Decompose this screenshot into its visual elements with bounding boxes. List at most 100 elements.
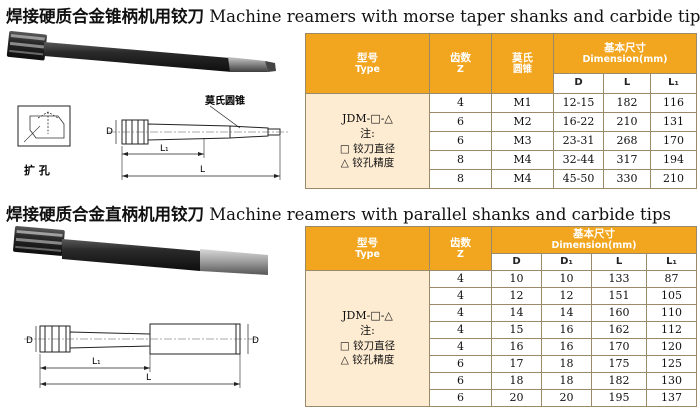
cell-l1: 194	[649, 150, 698, 170]
section1-title-en: Machine reamers with morse taper shanks …	[209, 7, 700, 26]
cell-d1: 14	[541, 304, 592, 322]
cell-l1: 137	[646, 389, 697, 407]
reamer-body-2	[62, 239, 200, 271]
cell-z: 8	[429, 169, 492, 189]
cell-morse: M4	[491, 169, 554, 189]
col-header-morse: 莫氏圆锥	[491, 33, 554, 94]
col-header-l1-2: L₁	[646, 253, 697, 271]
cell-z: 4	[429, 304, 492, 322]
cell-d1: 20	[541, 389, 592, 407]
cell-l1: 110	[646, 304, 697, 322]
cell-l1: 125	[646, 355, 697, 373]
type-note-line: JDM-□-△	[342, 111, 393, 125]
morse-reamer-drawing: 莫氏圆锥 D L₁ L 扩 孔	[17, 94, 290, 180]
reamer-body	[44, 42, 232, 72]
type-note-line: □ 铰刀直径	[339, 142, 396, 155]
reamer-cutting-head-2	[13, 225, 65, 256]
cell-d1: 12	[541, 287, 592, 305]
cell-z: 4	[429, 93, 492, 113]
col-header-d-2: D	[491, 253, 542, 271]
section2-title: 焊接硬质合金直柄机用铰刀 Machine reamers with parall…	[6, 201, 671, 225]
ream-hole-label: 扩 孔	[24, 163, 50, 177]
cell-morse: M3	[491, 131, 554, 151]
cell-l: 151	[591, 287, 647, 305]
cell-l: 182	[591, 372, 647, 390]
cell-d: 20	[491, 389, 542, 407]
cell-d: 18	[491, 372, 542, 390]
cell-d: 17	[491, 355, 542, 373]
morse-taper-reamer-photo	[6, 30, 276, 72]
cell-l1: 130	[646, 372, 697, 390]
cell-d: 12-15	[553, 93, 604, 113]
type-note-line: 注:	[360, 324, 375, 338]
col-header-d: D	[553, 73, 604, 94]
cell-d: 16-22	[553, 112, 604, 132]
cell-z: 6	[429, 389, 492, 407]
cell-d1: 18	[541, 372, 592, 390]
cell-z: 4	[429, 270, 492, 288]
cell-l: 317	[603, 150, 651, 170]
cell-d: 10	[491, 270, 542, 288]
cell-l: 268	[603, 131, 651, 151]
cell-d: 45-50	[553, 169, 604, 189]
cell-d: 15	[491, 321, 542, 339]
cell-l1: 210	[649, 169, 698, 189]
type-cell: JDM-□-△注: □ 铰刀直径△ 铰孔精度	[305, 270, 430, 407]
cell-morse: M2	[491, 112, 554, 132]
cell-d: 32-44	[553, 150, 604, 170]
type-cell: JDM-□-△注: □ 铰刀直径△ 铰孔精度	[305, 93, 430, 189]
cell-l: 182	[603, 93, 651, 113]
cell-d1: 16	[541, 321, 592, 339]
cell-l: 210	[603, 112, 651, 132]
dim-d-label-2: D	[26, 336, 33, 346]
cell-z: 4	[429, 321, 492, 339]
dim-l1-label: L₁	[160, 144, 169, 154]
cell-l: 175	[591, 355, 647, 373]
col-header-d1-2: D₁	[541, 253, 592, 271]
cell-l: 330	[603, 169, 651, 189]
type-note-line: △ 铰孔精度	[340, 354, 395, 367]
cell-l1: 120	[646, 338, 697, 356]
col-header-l: L	[603, 73, 651, 94]
cell-z: 6	[429, 131, 492, 151]
type-note-line: 注:	[360, 126, 375, 140]
dim-d-label: D	[106, 127, 113, 137]
reamer-outline	[121, 119, 281, 145]
type-note-line: □ 铰刀直径	[339, 340, 396, 353]
type-note-line: JDM-□-△	[342, 309, 393, 323]
cell-l: 160	[591, 304, 647, 322]
cell-d1: 18	[541, 355, 592, 373]
cell-z: 4	[429, 287, 492, 305]
cell-z: 6	[429, 372, 492, 390]
cell-morse: M4	[491, 150, 554, 170]
parallel-reamer-drawing: D D L₁ L	[24, 323, 259, 388]
reamer-cutting-head	[6, 30, 47, 61]
cell-l1: 131	[649, 112, 698, 132]
ream-hole-icon	[17, 105, 71, 147]
cell-z: 6	[429, 355, 492, 373]
cell-z: 4	[429, 338, 492, 356]
section1-title-zh: 焊接硬质合金锥柄机用铰刀	[6, 7, 204, 26]
morse-taper-shank	[228, 57, 268, 72]
cell-l1: 105	[646, 287, 697, 305]
cell-d1: 10	[541, 270, 592, 288]
dim-l1-label-2: L₁	[92, 357, 101, 367]
type-note-line: △ 铰孔精度	[340, 156, 395, 169]
morse-taper-label: 莫氏圆锥	[204, 94, 245, 107]
cell-l: 133	[591, 270, 647, 288]
